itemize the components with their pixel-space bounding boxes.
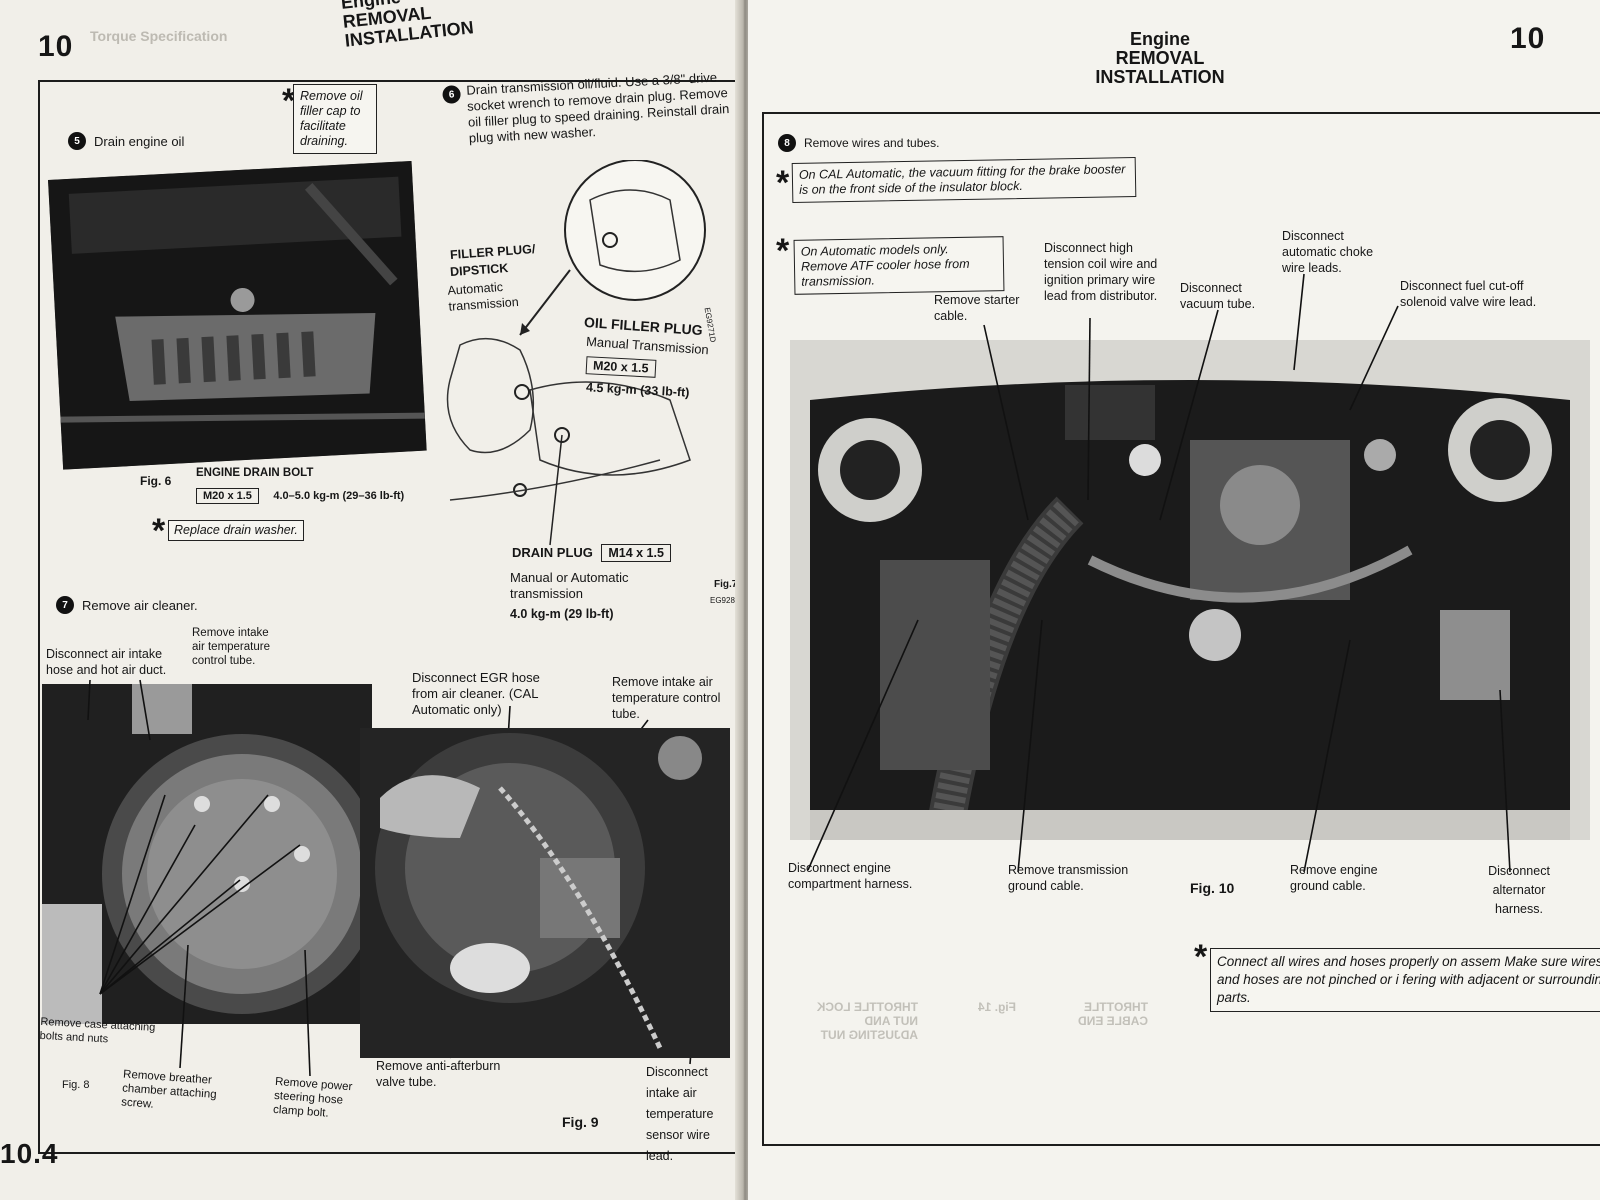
callout-compartment: Disconnect engine compartment harness. <box>788 861 913 891</box>
right-page-number: 10 <box>1510 22 1546 55</box>
footer-page-number: 10.4 <box>0 1138 59 1169</box>
step-8: 8 Remove wires and tubes. <box>778 134 939 152</box>
callout-temp-control: Remove intake air temperature control tu… <box>192 627 270 667</box>
asterisk-icon: * <box>282 82 296 120</box>
header-engine: Engine <box>1129 29 1190 49</box>
callout-choke: Disconnect automatic choke wire leads. <box>1282 229 1374 275</box>
callout-transmission-ground: Remove transmission ground cable. <box>1008 863 1129 893</box>
step-number: 7 <box>56 596 74 614</box>
oil-filler-size: M20 x 1.5 <box>585 356 657 378</box>
fig9-photo <box>360 728 730 1058</box>
drain-bolt-size: M20 x 1.5 <box>196 488 259 504</box>
callout-breather: Remove breather chamber attaching screw. <box>120 1068 217 1111</box>
asterisk-icon: * <box>776 232 790 270</box>
asterisk-icon: * <box>152 512 166 550</box>
step-text: Remove air cleaner. <box>82 597 198 613</box>
callout-high-tension: Disconnect high tension coil wire and ig… <box>1044 241 1158 303</box>
step-number: 6 <box>442 85 462 104</box>
left-page: 10 Torque Specification Engine REMOVAL I… <box>0 0 742 1200</box>
fig8-photo <box>42 684 372 1024</box>
callout-intake-temp: Remove intake air temperature control tu… <box>612 675 721 721</box>
callout-fuel-cutoff: Disconnect fuel cut-off solenoid valve w… <box>1400 279 1537 309</box>
step-number: 8 <box>778 134 796 152</box>
step-number: 5 <box>68 132 86 150</box>
faded-cable-end: THROTTLE CABLE END <box>1077 1000 1148 1028</box>
drain-plug-title: DRAIN PLUG <box>512 545 593 560</box>
step-text: Remove wires and tubes. <box>804 136 940 150</box>
fig10-label: Fig. 10 <box>1190 880 1235 896</box>
faded-fig14: Fig. 14 <box>978 1000 1017 1014</box>
fig10-photo <box>790 340 1590 840</box>
callout-egr: Disconnect EGR hose from air cleaner. (C… <box>412 670 540 717</box>
engine-bay-photo <box>790 340 1590 840</box>
callout-sensor-wire: Disconnect intake air temperature sensor… <box>646 1065 714 1163</box>
note-filler-cap: Remove oil filler cap to facilitate drai… <box>293 84 377 154</box>
callout-power-steering: Remove power steering hose clamp bolt. <box>272 1075 353 1120</box>
drain-bolt-spec: M20 x 1.5 4.0–5.0 kg-m (29–36 lb-ft) <box>196 486 404 504</box>
egr-hose-photo <box>360 728 730 1058</box>
note-atf-cooler: On Automatic models only. Remove ATF coo… <box>793 236 1005 295</box>
right-content-frame <box>762 112 1600 1146</box>
step-text: Drain engine oil <box>94 133 185 149</box>
right-page-header: Engine REMOVAL INSTALLATION <box>1060 30 1260 87</box>
asterisk-icon: * <box>1194 938 1208 976</box>
step-7: 7 Remove air cleaner. <box>56 596 198 614</box>
right-page: Engine REMOVAL INSTALLATION 10 8 Remove … <box>748 0 1600 1200</box>
callout-engine-ground: Remove engine ground cable. <box>1290 863 1378 893</box>
left-page-number: 10 <box>38 30 74 63</box>
header-installation: INSTALLATION <box>1095 67 1225 87</box>
left-page-header: Engine REMOVAL INSTALLATION <box>340 0 475 51</box>
header-removal: REMOVAL <box>1115 48 1205 68</box>
note-replace-washer: Replace drain washer. <box>168 520 304 541</box>
faded-throttle: THROTTLE LOCK NUT AND ADJUSTING NUT <box>816 1000 918 1042</box>
drain-plug-spec: DRAIN PLUG M14 x 1.5 <box>512 544 671 562</box>
oil-filler-size-box: M20 x 1.5 <box>585 356 657 378</box>
filler-plug-sub: Automatic transmission <box>447 279 520 314</box>
callout-anti-afterburn: Remove anti-afterburn valve tube. <box>376 1059 501 1089</box>
note-connect-wires: Connect all wires and hoses properly on … <box>1210 948 1600 1012</box>
fig6-photo <box>48 160 427 470</box>
air-cleaner-photo <box>42 684 372 1024</box>
oil-pan-photo <box>48 160 427 470</box>
fig7-code-bottom: EG9281 <box>710 596 740 605</box>
engine-drain-bolt-label: ENGINE DRAIN BOLT <box>196 467 314 479</box>
callout-vacuum: Disconnect vacuum tube. <box>1180 281 1256 311</box>
drain-plug-size: M14 x 1.5 <box>601 544 671 562</box>
note-cal-automatic: On CAL Automatic, the vacuum fitting for… <box>791 157 1137 203</box>
fig8-label: Fig. 8 <box>62 1079 90 1091</box>
fig6-label: Fig. 6 <box>140 474 172 488</box>
callout-alternator: Disconnect alternator harness. <box>1488 864 1550 916</box>
fig7-label: Fig.7 <box>714 579 738 590</box>
callout-starter: Remove starter cable. <box>934 293 1020 323</box>
drain-plug-torque: 4.0 kg-m (29 lb-ft) <box>510 607 614 621</box>
asterisk-icon: * <box>776 164 790 202</box>
callout-intake-hose: Disconnect air intake hose and hot air d… <box>46 647 167 677</box>
drain-plug-sub: Manual or Automatic transmission <box>510 570 629 601</box>
faded-heading: Torque Specification <box>90 28 228 44</box>
fig9-label: Fig. 9 <box>562 1114 599 1130</box>
drain-bolt-torque: 4.0–5.0 kg-m (29–36 lb-ft) <box>273 490 405 502</box>
step-5: 5 Drain engine oil <box>68 132 184 150</box>
fig7-transmission-diagram <box>446 160 706 546</box>
